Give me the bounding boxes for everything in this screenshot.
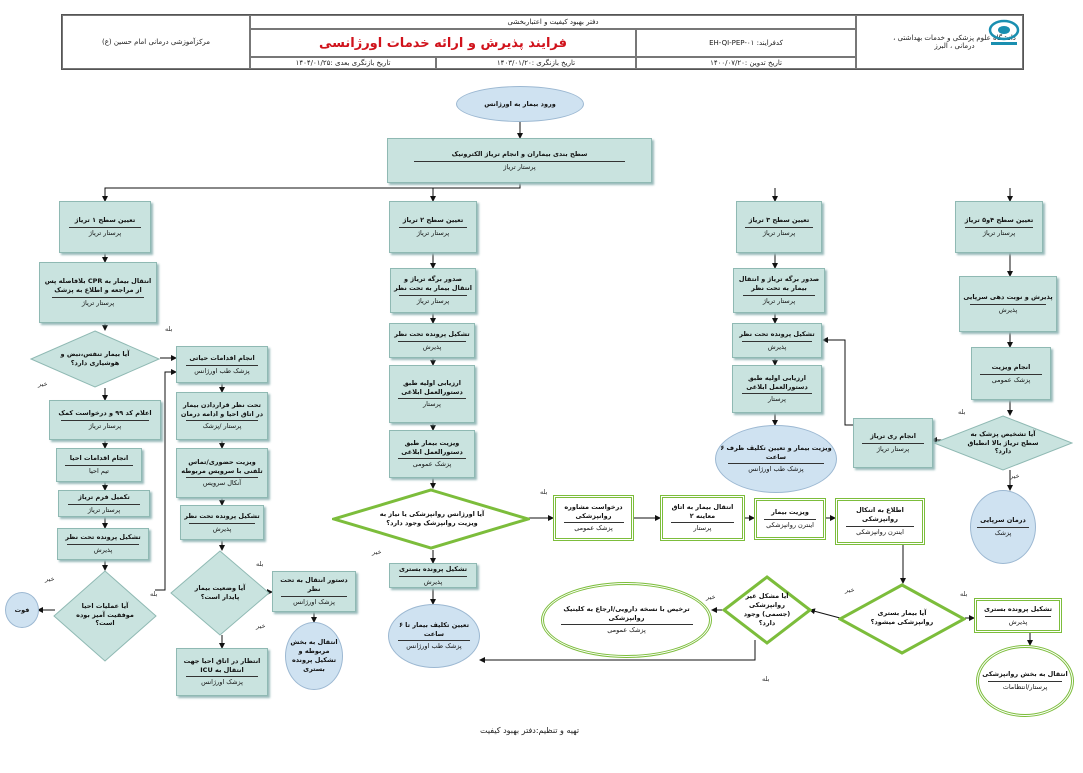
label-yes-psych: بله [540,488,548,496]
decision-cpr-success: آیا عملیات احیا موفقیت آمیز بوده است؟ [76,601,134,628]
label-no-stable: خیر [256,622,266,630]
label-yes-diagnosis: بله [958,408,966,416]
decision-stable: آیا وضعیت بیمار پایدار است؟ [194,584,246,601]
decision-psych-shape [332,488,530,550]
label-no-breathing: خیر [38,380,48,388]
process-code: کدفرایند: EH-QI-PEP-۰۱ [636,29,856,57]
node-electronic-triage: سطح بندی بیماران و انجام تریاژ الکترونیک… [387,138,652,183]
node-death: فوت [5,592,39,628]
label-yes-breathing: بله [165,325,173,333]
decision-psych-admit-shape [838,583,966,655]
center-name: مرکزآموزشی درمانی امام حسین (ع) [62,15,250,69]
decision-breathing-shape [30,330,160,388]
label-yes-admit: بله [960,590,968,598]
decision-cpr-success-shape [53,570,157,662]
node-observation-care: تحت نظر قراردادن بیمار در اتاق احیا و اد… [176,392,268,440]
decision-breathing: آیا بیمار تنفس،نبض و هوشیاری دارد؟ [60,350,130,367]
university-logo-icon [988,19,1020,45]
creation-date: تاریخ تدوین :۱۴۰۰/۰۷/۲۰ [636,57,856,69]
label-no-admit: خیر [845,586,855,594]
decision-stable-shape [170,550,270,636]
label-no-diagnosis: خیر [1010,472,1020,480]
node-l2-triage-sheet: صدور برگه تریاژ و انتقال بیمار به تحت نظ… [390,268,476,313]
node-l3-triage-sheet: صدور برگه تریاژ و انتقال بیمار به تحت نظ… [733,268,825,313]
node-ward-transfer: انتقال به بخش مربوطه و تشکیل پرونده بستر… [285,622,343,690]
review-date: تاریخ بازنگری :۱۴۰۳/۰۱/۲۰ [436,57,636,69]
decision-physical-problem: آیا مشکل غیر روانپزشکی (جسمی) وجود دارد؟ [743,592,791,627]
next-review-date: تاریخ بازنگری بعدی :۱۴۰۴/۰۱/۲۵ [250,57,436,69]
decision-diagnosis-shape [933,415,1073,471]
label-yes-stable: بله [256,560,264,568]
label-no-problem: خیر [706,593,716,601]
label-yes-problem: بله [762,675,770,683]
node-patient-entry: ورود بیمار به اورژانس [456,86,584,122]
process-title: فرایند پذیرش و ارائه خدمات اورژانسی [250,29,636,57]
decision-diagnosis-match: آیا تشخیص پزشک به سطح تریاژ بالا انطباق … [967,429,1039,456]
label-no-psych: خیر [372,548,382,556]
footer-prepared-by: تهیه و تنظیم:دفتر بهبود کیفیت [480,726,580,735]
label-no-cpr: خیر [45,575,55,583]
decision-psych-emergency: آیا اورژانس روانپزشکی یا نیاز به ویزیت ر… [379,510,485,527]
header-table: مرکزآموزشی درمانی امام حسین (ع) دفتر بهب… [61,14,1024,70]
node-discharge-referral: ترخیص با نسخه دارویی/ارجاع به کلینیک روا… [541,582,712,658]
university-name: دانشگاه علوم پزشکی و خدمات بهداشتی ، درم… [856,15,1023,69]
decision-psych-admit: آیا بیمار بستری روانپزشکی میشود؟ [870,609,934,626]
node-transfer-cpr: انتقال بیمار به CPR بلافاصله پس از مراجع… [39,262,157,323]
label-yes-cpr: بله [150,590,158,598]
decision-physical-problem-shape [722,575,812,645]
office-name: دفتر بهبود کیفیت و اعتباربخشی [250,15,856,29]
